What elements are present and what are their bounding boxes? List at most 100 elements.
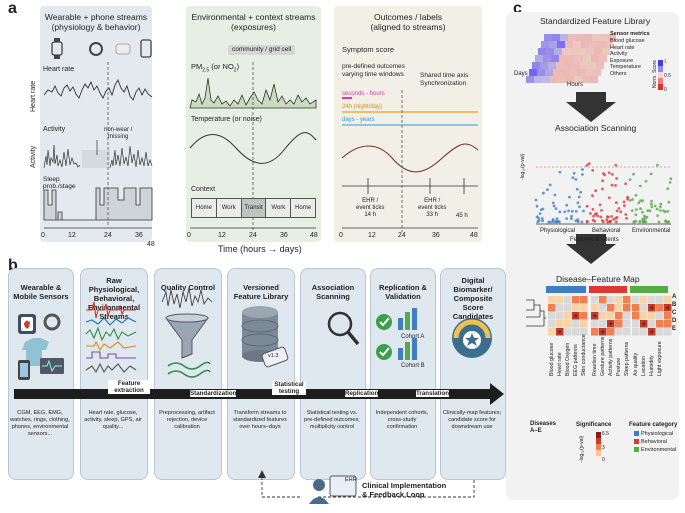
day-window-label: 24h (night/day) bbox=[342, 104, 383, 110]
activity-axis-label: Activity bbox=[30, 145, 37, 168]
association-point bbox=[570, 214, 573, 218]
heatmap-cell bbox=[574, 76, 582, 83]
association-point bbox=[644, 179, 648, 183]
association-point bbox=[630, 209, 634, 213]
ehr-card-label: EHR bbox=[345, 477, 357, 483]
tick-label: 0 bbox=[339, 232, 343, 239]
association-point bbox=[551, 220, 555, 224]
association-point bbox=[537, 219, 541, 222]
association-point bbox=[632, 172, 635, 176]
association-point bbox=[548, 183, 552, 187]
association-point bbox=[641, 199, 645, 203]
disease-cell bbox=[664, 320, 672, 328]
score-max: 1 bbox=[664, 59, 667, 65]
panel-b-letter: b bbox=[8, 257, 18, 274]
disease-cell bbox=[591, 304, 599, 312]
association-point bbox=[664, 220, 667, 223]
disease-cell bbox=[640, 312, 648, 320]
association-point bbox=[535, 204, 539, 208]
association-point bbox=[540, 217, 544, 220]
group-label-phys: Physiological bbox=[540, 228, 576, 234]
association-point bbox=[553, 193, 557, 197]
association-point bbox=[594, 212, 597, 216]
arrow-label-translation: Translation bbox=[416, 390, 450, 397]
phone-icon bbox=[140, 39, 152, 58]
version-tag-label: v1.3 bbox=[268, 353, 279, 359]
association-point bbox=[645, 215, 649, 219]
heatmap-cell bbox=[543, 55, 551, 62]
association-point bbox=[668, 181, 672, 184]
association-point bbox=[669, 177, 673, 181]
score-colorbar bbox=[658, 60, 663, 90]
association-point bbox=[656, 163, 659, 167]
heatmap-cell bbox=[558, 76, 566, 83]
check-icon-b bbox=[376, 344, 392, 360]
disease-cell bbox=[548, 304, 556, 312]
significance-marker bbox=[666, 306, 669, 309]
panel-a-letter: a bbox=[8, 0, 17, 17]
disease-cell bbox=[623, 312, 631, 320]
association-point bbox=[656, 214, 659, 218]
disease-cell bbox=[548, 312, 556, 320]
association-point bbox=[628, 178, 632, 182]
heatmap-cell bbox=[568, 34, 576, 41]
significance-colorbar bbox=[596, 432, 601, 462]
association-point bbox=[577, 195, 581, 199]
heatmap-cell bbox=[581, 41, 589, 48]
significance-title: Significance bbox=[576, 422, 612, 428]
association-point bbox=[639, 207, 642, 211]
heatmap-cell bbox=[594, 48, 602, 55]
watch-icon bbox=[51, 38, 63, 59]
disease-cell bbox=[548, 296, 556, 304]
significance-marker bbox=[558, 330, 561, 333]
metric-item: Others bbox=[610, 70, 627, 77]
association-point bbox=[614, 163, 618, 167]
ring-icon bbox=[89, 42, 103, 56]
cohort-a-label: Cohort A bbox=[401, 334, 425, 340]
ring-device-icon bbox=[43, 313, 61, 331]
stage-desc-biomarker: Clinically-map features; candidate score… bbox=[442, 410, 502, 430]
heart-rate-label: Heart rate bbox=[43, 66, 75, 73]
metric-item: Exposure bbox=[610, 57, 634, 64]
metric-item: Heart rate bbox=[610, 44, 635, 51]
sig-mid: 3 bbox=[602, 445, 605, 451]
funnel-icon bbox=[165, 317, 209, 359]
association-point bbox=[607, 171, 611, 175]
association-point bbox=[635, 208, 638, 211]
association-point bbox=[571, 176, 575, 180]
association-point bbox=[558, 210, 562, 214]
association-point bbox=[574, 178, 578, 181]
feedback-loop-arrow bbox=[261, 476, 475, 498]
disease-cell bbox=[664, 328, 672, 336]
association-point bbox=[596, 214, 600, 218]
heart-rate-axis-label: Heart rate bbox=[30, 80, 37, 112]
heatmap-cell bbox=[554, 48, 562, 55]
heatmap-cell bbox=[578, 48, 586, 55]
association-point bbox=[534, 198, 538, 202]
association-point bbox=[579, 190, 583, 194]
association-manhattan bbox=[534, 162, 673, 224]
association-point bbox=[580, 220, 584, 224]
association-point bbox=[591, 169, 595, 172]
disease-cell bbox=[591, 328, 599, 336]
tick-label: 12 bbox=[218, 232, 226, 239]
ehr-tick-label-3: 45 h bbox=[456, 213, 468, 219]
panel-c-graphics bbox=[526, 34, 673, 462]
heatmap-cell bbox=[544, 34, 552, 41]
stage-title: Replication & Validation bbox=[379, 283, 427, 301]
association-point bbox=[594, 189, 598, 193]
disease-cell bbox=[556, 296, 564, 304]
disease-cell bbox=[615, 304, 623, 312]
disease-cell bbox=[615, 296, 623, 304]
row-label: D bbox=[672, 318, 677, 324]
association-point bbox=[634, 219, 638, 223]
stage-quality-control: Quality Control bbox=[154, 268, 222, 480]
association-point bbox=[666, 209, 670, 213]
disease-cell bbox=[648, 312, 656, 320]
shirt-icon bbox=[22, 338, 49, 366]
association-point bbox=[628, 199, 632, 202]
stage-desc-quality: Preprocessing, artifact rejection, devic… bbox=[159, 410, 215, 430]
heatmap-cell bbox=[567, 55, 575, 62]
feedback-loop-label: Clinical Implementation& Feedback Loop bbox=[362, 481, 447, 499]
disease-cell bbox=[556, 320, 564, 328]
